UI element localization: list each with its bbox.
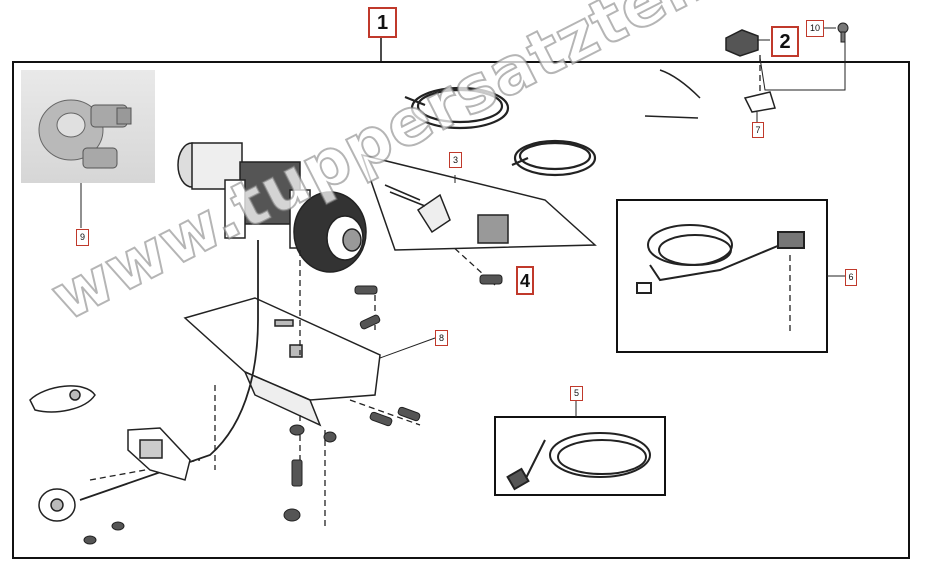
wire-clamp-icon: [38, 99, 132, 169]
callout-9[interactable]: 9: [76, 229, 89, 246]
cable-box: [494, 416, 666, 496]
hook-icon: [29, 385, 96, 522]
callout-1[interactable]: 1: [368, 7, 397, 38]
control-plate-icon: [360, 153, 597, 251]
callout-4[interactable]: 4: [516, 266, 534, 295]
leader-8: [379, 337, 436, 359]
battery-cable-icon: [506, 432, 651, 491]
bolts-icon: [83, 274, 503, 545]
harness-box: [616, 199, 828, 353]
callout-5[interactable]: 5: [570, 386, 583, 401]
fairlead-icon: [127, 427, 191, 481]
wire-clamp-photo: [21, 70, 155, 183]
screw-icon: [837, 22, 849, 43]
switch-cover-icon: [725, 29, 759, 57]
callout-10[interactable]: 10: [806, 20, 824, 37]
leader-10: [759, 42, 846, 91]
callout-6[interactable]: 6: [845, 269, 857, 286]
wire-rope: [79, 240, 259, 501]
mounting-plate-icon: [183, 297, 381, 427]
callout-3[interactable]: 3: [449, 152, 462, 168]
callout-7[interactable]: 7: [752, 122, 764, 138]
callout-2[interactable]: 2: [771, 26, 799, 57]
coiled-cable-icon: [404, 86, 597, 177]
callout-8[interactable]: 8: [435, 330, 448, 346]
assembly-frame: [12, 61, 910, 559]
harness-icon: [636, 224, 805, 294]
winch-motor-icon: [177, 142, 367, 273]
bracket-icon: [644, 69, 776, 119]
